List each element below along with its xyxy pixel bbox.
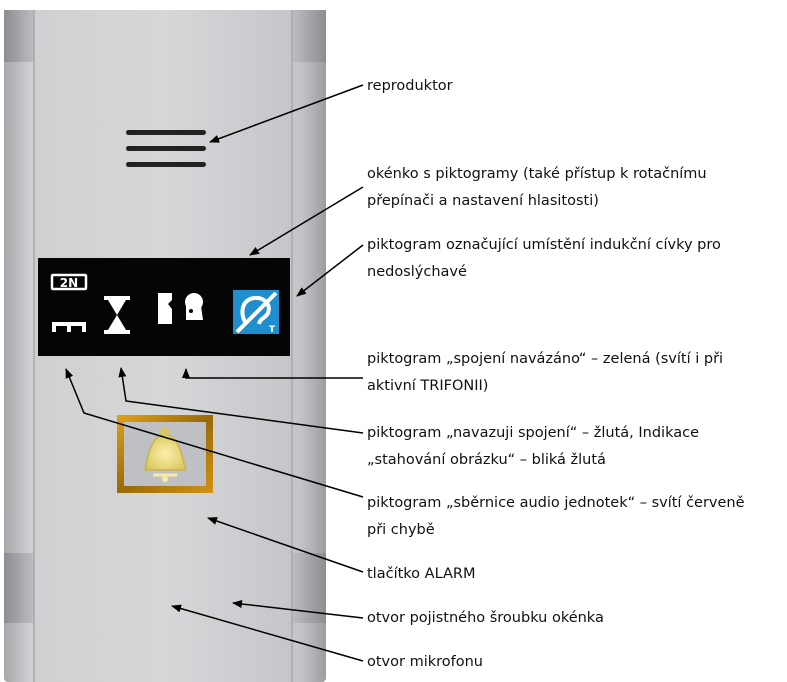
svg-text:2N: 2N — [60, 276, 78, 290]
pictogram-window: 2N T — [38, 258, 290, 356]
arrow-speaker — [209, 84, 364, 143]
label-speaker: reproduktor — [367, 78, 453, 94]
label-induction-line2: nedoslýchavé — [367, 264, 467, 280]
arrow-established — [182, 368, 363, 379]
label-pictogram-window-line2: přepínači a nastavení hlasitosti) — [367, 193, 599, 209]
label-screw-hole: otvor pojistného šroubku okénka — [367, 610, 604, 626]
alarm-bell-icon — [144, 428, 188, 482]
label-established-line2: aktivní TRIFONII) — [367, 378, 489, 394]
arrow-alarm — [207, 517, 364, 573]
label-connecting-line2: „stahování obrázku“ – bliká žlutá — [367, 452, 606, 468]
panel-top-right-clip — [292, 10, 326, 62]
speaker-slot — [126, 130, 206, 135]
arrow-pictogram-window — [249, 186, 364, 256]
brand-logo: 2N — [50, 273, 88, 291]
label-alarm-button: tlačítko ALARM — [367, 566, 476, 582]
panel-top-left-clip — [4, 10, 34, 62]
label-induction-line1: piktogram označující umístění indukční c… — [367, 237, 721, 253]
arrow-connecting — [118, 367, 364, 434]
audio-bus-icon — [52, 322, 86, 332]
label-established-line1: piktogram „spojení navázáno“ – zelená (s… — [367, 351, 724, 367]
arrow-screw-hole — [232, 600, 364, 619]
speaker-grille — [126, 130, 206, 167]
label-pictogram-window-line1: okénko s piktogramy (také přístup k rota… — [367, 166, 707, 182]
callout-arrows — [65, 84, 364, 662]
speaker-slot — [126, 146, 206, 151]
label-audio-bus-line2: při chybě — [367, 522, 435, 538]
arrow-audio-bus — [65, 368, 364, 498]
connection-established-icon — [158, 293, 203, 324]
svg-text:T: T — [269, 325, 276, 335]
hourglass-icon — [104, 296, 130, 334]
induction-loop-icon: T — [233, 290, 279, 335]
speaker-slot — [126, 162, 206, 167]
arrow-induction — [296, 244, 364, 297]
panel-bottom-left-clip — [4, 553, 34, 623]
label-connecting-line1: piktogram „navazuji spojení“ – žlutá, In… — [367, 425, 699, 441]
arrow-microphone — [171, 604, 364, 662]
label-audio-bus-line1: piktogram „sběrnice audio jednotek“ – sv… — [367, 495, 745, 511]
label-microphone: otvor mikrofonu — [367, 654, 483, 670]
